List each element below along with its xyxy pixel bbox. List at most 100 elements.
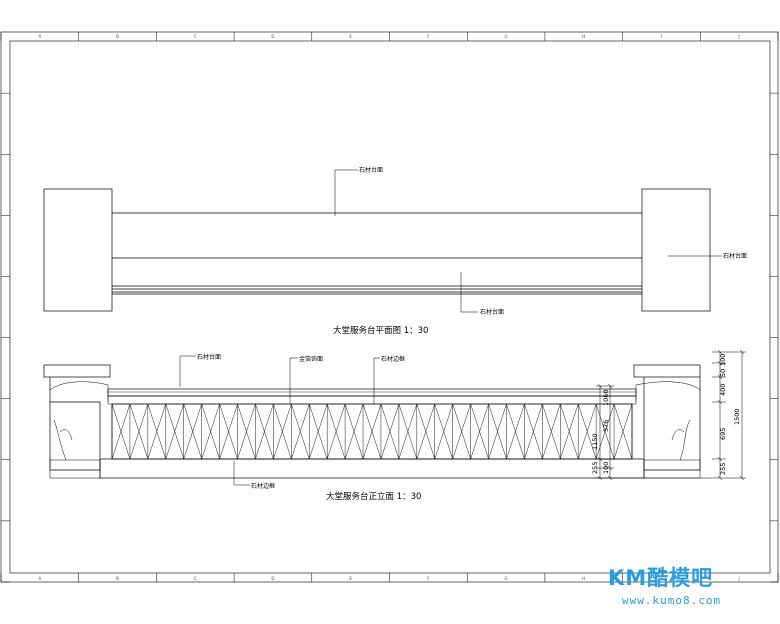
plan-left-block <box>43 188 113 312</box>
panel-chevron <box>111 430 131 460</box>
panel-chevron <box>309 430 328 460</box>
panel-chevron <box>595 430 615 460</box>
panel-chevron <box>560 430 579 460</box>
panel-chevron <box>129 403 149 433</box>
left-pier-cap <box>43 364 111 378</box>
panel-chevron <box>183 403 202 433</box>
panel-chevron <box>344 430 364 460</box>
elev-label-base: 石材边框 <box>251 482 275 490</box>
plan-label-bottom: 石材台面 <box>480 308 504 316</box>
panel-chevron <box>362 430 382 460</box>
border-letter: B <box>116 34 119 39</box>
right-pier-cap <box>633 364 701 378</box>
border-letter: A <box>38 34 41 39</box>
panel-chevron <box>273 403 292 433</box>
panel-chevron <box>129 430 149 460</box>
panel-chevron <box>452 430 471 460</box>
panel-chevron <box>255 403 274 433</box>
panel-chevron <box>398 403 418 433</box>
panel-chevron <box>309 403 328 433</box>
border-letter: I <box>661 576 662 581</box>
panel-chevrons <box>111 403 633 460</box>
border-letter: G <box>504 34 507 39</box>
panel-chevron <box>362 403 382 433</box>
border-letter: D <box>271 34 274 39</box>
dim-outer-400: 400 <box>719 384 727 396</box>
watermark-url: www.kumo8.com <box>622 594 722 607</box>
dim-inner-255: 255 <box>591 462 599 474</box>
dim-inner-1060: 1060 <box>602 389 610 406</box>
panel-chevron <box>344 403 364 433</box>
panel-chevron <box>219 430 238 460</box>
plan-view <box>43 169 722 313</box>
panel-chevron <box>326 403 346 433</box>
plan-label-top: 石材台面 <box>359 166 383 174</box>
panel-chevron <box>577 430 597 460</box>
border-letter: B <box>116 576 119 581</box>
dim-inner-576: 576 <box>602 420 610 432</box>
inner-frame <box>9 40 771 574</box>
panel-chevron <box>488 403 507 433</box>
border-letter: J <box>738 34 740 39</box>
panel-chevron <box>183 430 202 460</box>
panel-chevron <box>613 403 633 433</box>
border-letter: C <box>194 576 197 581</box>
counter-edge <box>107 395 637 405</box>
dim-outer-695: 695 <box>719 428 727 440</box>
dim-outer-50: 50 <box>719 369 727 377</box>
border-letter: A <box>38 576 41 581</box>
panel-chevron <box>291 430 310 460</box>
border-letter: H <box>582 576 585 581</box>
panel-chevron <box>434 430 453 460</box>
panel-chevron <box>380 403 400 433</box>
watermark-logo: KM酷模吧 <box>608 566 714 590</box>
border-letter: C <box>194 34 197 39</box>
dim-outer-100: 100 <box>719 354 727 366</box>
panel-chevron <box>577 403 597 433</box>
panel-chevron <box>273 430 292 460</box>
plan-title: 大堂服务台平面图 1：30 <box>333 325 428 336</box>
panel-chevron <box>542 403 561 433</box>
elev-label-panel: 金箔饰面 <box>299 355 323 363</box>
panel-chevron <box>255 430 274 460</box>
panel-chevron <box>416 403 435 433</box>
panel-chevron <box>291 403 310 433</box>
panel-chevron <box>165 430 184 460</box>
dim-inner-100: 100 <box>602 462 610 474</box>
elev-label-edge: 石材边框 <box>381 355 405 363</box>
panel-chevron <box>488 430 507 460</box>
elevation-title: 大堂服务台正立面 1：30 <box>326 491 421 502</box>
elev-label-stone-top: 石材台面 <box>197 353 221 361</box>
panel-chevron <box>506 403 525 433</box>
panel-chevron <box>470 403 489 433</box>
border-letter: D <box>271 576 274 581</box>
panel-chevron <box>434 403 453 433</box>
panel-chevron <box>524 430 543 460</box>
panel-chevron <box>147 403 167 433</box>
border-ticks <box>0 32 779 583</box>
border-letter: J <box>738 576 740 581</box>
dim-inner-1150: 1150 <box>591 433 599 450</box>
panel-chevron <box>219 403 238 433</box>
plan-label-right: 石材台面 <box>723 252 747 260</box>
panel-chevron <box>452 403 471 433</box>
border-letter: F <box>427 34 430 39</box>
panel-chevron <box>147 430 167 460</box>
panel-chevron <box>613 430 633 460</box>
elevation-view <box>43 355 701 486</box>
panel-chevron <box>201 403 220 433</box>
panel-chevron <box>380 430 400 460</box>
border-letter: F <box>427 576 430 581</box>
panel-chevron <box>201 430 220 460</box>
watermark: KM酷模吧 www.kumo8.com <box>608 562 780 612</box>
dim-total-1500: 1500 <box>733 408 741 425</box>
panel-chevron <box>560 403 579 433</box>
border-letter: G <box>504 576 507 581</box>
border-letter: H <box>582 34 585 39</box>
border-letter: E <box>349 34 352 39</box>
plan-right-block <box>641 188 711 312</box>
border-letter: E <box>349 576 352 581</box>
dimension-lines <box>596 349 746 481</box>
